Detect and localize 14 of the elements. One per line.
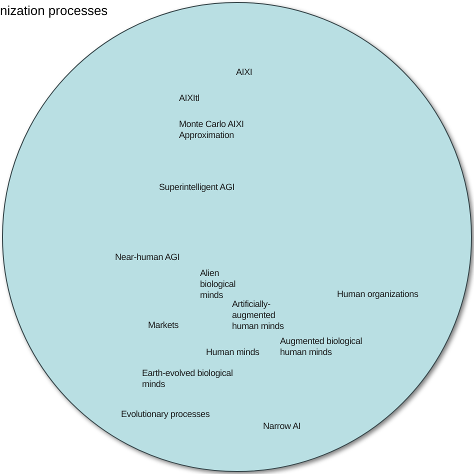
set-member-label: Near-human AGI bbox=[115, 252, 181, 263]
set-member-label: Earth-evolved biological minds bbox=[142, 368, 234, 390]
set-member-label: Human organizations bbox=[337, 289, 420, 300]
set-member-label: AIXItl bbox=[179, 93, 200, 104]
set-member-label: Monte Carlo AIXI Approximation bbox=[179, 119, 245, 141]
diagram-title: nization processes bbox=[0, 3, 108, 19]
set-member-label: Artificially-augmented human minds bbox=[232, 299, 285, 332]
set-member-label: Augmented biological human minds bbox=[280, 336, 364, 358]
set-member-label: Alien biological minds bbox=[200, 268, 237, 300]
set-member-label: Evolutionary processes bbox=[121, 409, 211, 420]
set-member-label: AIXI bbox=[236, 67, 254, 78]
set-member-label: Superintelligent AGI bbox=[159, 182, 236, 193]
set-member-label: Markets bbox=[148, 320, 180, 331]
set-member-label: Narrow AI bbox=[263, 421, 302, 432]
